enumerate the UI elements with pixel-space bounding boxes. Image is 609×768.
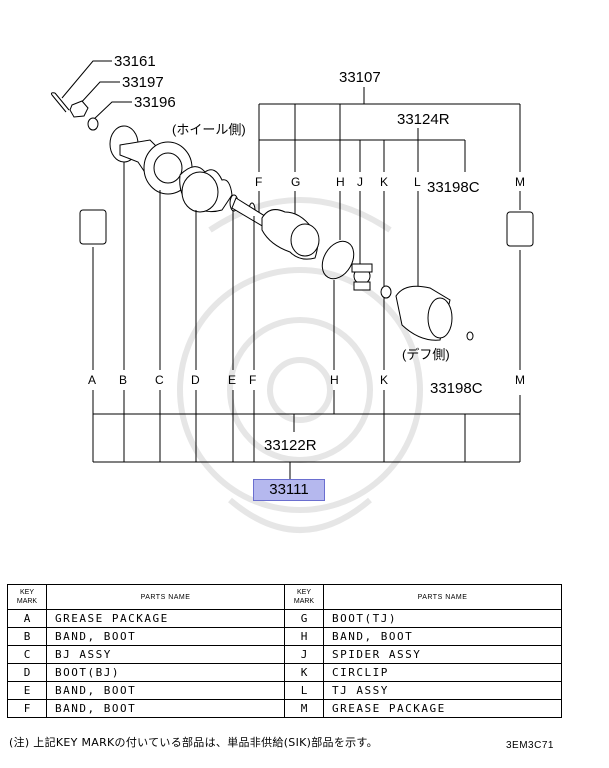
svg-text:M: M xyxy=(515,175,525,189)
svg-text:B: B xyxy=(119,373,127,387)
callout-33107: 33107 xyxy=(339,69,381,86)
exploded-parts-diagram: 33161 33197 33196 33107 33124R 33198C F … xyxy=(50,53,534,533)
drive-shaft-parts xyxy=(50,92,534,341)
svg-text:C: C xyxy=(155,373,164,387)
table-row: C BJ ASSY J SPIDER ASSY xyxy=(7,645,562,664)
footnote: (注) 上記KEY MARKの付いている部品は、単品非供給(SIK)部品を示す。 xyxy=(9,736,378,749)
callout-33196: 33196 xyxy=(134,94,176,111)
callout-33197: 33197 xyxy=(122,74,164,91)
table-row: A GREASE PACKAGE G BOOT(TJ) xyxy=(7,609,562,628)
svg-text:D: D xyxy=(191,373,200,387)
wheel-side-label: (ホイール側) xyxy=(172,122,246,137)
svg-text:E: E xyxy=(228,373,236,387)
table-row: E BAND, BOOT L TJ ASSY xyxy=(7,681,562,700)
callout-33122R: 33122R xyxy=(264,437,317,454)
svg-text:J: J xyxy=(357,175,363,189)
parts-name-header: PARTS NAME xyxy=(323,584,562,610)
svg-text:K: K xyxy=(380,373,388,387)
callout-33111[interactable]: 33111 xyxy=(269,481,309,498)
svg-text:H: H xyxy=(330,373,339,387)
diff-side-label: (デフ側) xyxy=(402,347,450,362)
watermark-crest xyxy=(177,197,423,533)
svg-text:A: A xyxy=(88,373,96,387)
bottom-callouts: A B C D E F H K M 33198C 33122R xyxy=(88,162,525,479)
callout-33124R: 33124R xyxy=(397,111,450,128)
top-callouts: 33161 33197 33196 33107 33124R 33198C F … xyxy=(61,53,525,196)
svg-text:H: H xyxy=(336,175,345,189)
svg-text:M: M xyxy=(515,373,525,387)
svg-text:K: K xyxy=(380,175,388,189)
table-row: F BAND, BOOT M GREASE PACKAGE xyxy=(7,699,562,718)
svg-text:F: F xyxy=(255,175,262,189)
callout-33198C-top: 33198C xyxy=(427,179,480,196)
top-leaders xyxy=(258,191,521,286)
callout-33198C-bottom: 33198C xyxy=(430,380,483,397)
svg-text:L: L xyxy=(414,175,421,189)
callout-33161: 33161 xyxy=(114,53,156,70)
callout-33111-highlight[interactable] xyxy=(253,479,325,501)
drawing-code: 3EM3C71 xyxy=(506,740,554,751)
svg-text:F: F xyxy=(249,373,256,387)
table-row: B BAND, BOOT H BAND, BOOT xyxy=(7,627,562,646)
svg-text:G: G xyxy=(291,175,300,189)
table-row: D BOOT(BJ) K CIRCLIP xyxy=(7,663,562,682)
parts-name-header: PARTS NAME xyxy=(46,584,285,610)
